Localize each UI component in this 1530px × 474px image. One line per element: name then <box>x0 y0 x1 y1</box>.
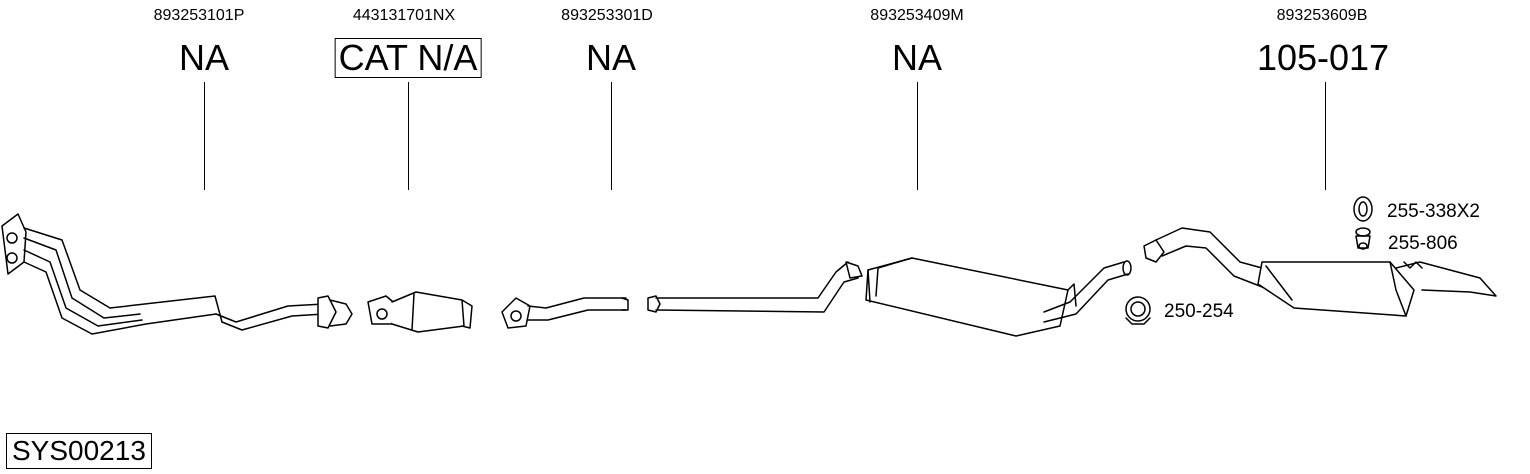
part-5-ref[interactable]: 105-017 <box>1256 37 1390 78</box>
front-pipe-tube <box>216 304 324 322</box>
centre-silencer-part[interactable] <box>648 258 1131 336</box>
intermediate-pipe-flange <box>502 298 530 328</box>
front-pipe-flange-hole <box>7 253 17 263</box>
front-pipe-tube <box>222 314 324 330</box>
part-3-leader-line <box>611 82 612 190</box>
rear-silencer-body <box>1258 262 1414 316</box>
front-pipe-tube <box>24 238 140 318</box>
centre-silencer-body-edge <box>868 270 870 302</box>
catalyst-body-seam <box>412 294 414 330</box>
front-pipe-tube <box>24 262 216 334</box>
part-1-ref[interactable]: NA <box>178 37 230 78</box>
catalyst-outlet-flange <box>462 300 472 328</box>
intermediate-pipe-tube <box>528 298 626 308</box>
intermediate-pipe-flange-hole <box>511 311 521 321</box>
rear-silencer-inlet-pipe <box>1156 228 1262 268</box>
rubber-ring-icon[interactable] <box>1354 197 1372 221</box>
clamp-icon[interactable] <box>1126 297 1150 324</box>
centre-silencer-body-edge <box>876 258 912 296</box>
intermediate-pipe-end <box>622 298 628 310</box>
part-2-oem-number: 443131701NX <box>352 7 456 24</box>
part-2-ref[interactable]: CAT N/A <box>334 38 482 78</box>
front-pipe-flange-hole <box>7 233 17 243</box>
rear-silencer-inlet <box>1144 240 1164 262</box>
rear-silencer-body-edge <box>1390 262 1406 316</box>
accessory-ring-ref[interactable]: 255-338X2 <box>1387 201 1480 222</box>
part-5-leader-line <box>1325 82 1326 190</box>
rear-silencer-part[interactable] <box>1144 228 1496 316</box>
part-3-oem-number: 893253301D <box>561 7 653 24</box>
part-4-ref[interactable]: NA <box>891 37 943 78</box>
part-5-oem-number: 893253609B <box>1276 7 1368 24</box>
front-pipe-rear-flange <box>318 296 336 328</box>
part-4-leader-line <box>917 82 918 190</box>
centre-silencer-outlet-pipe <box>1044 274 1128 322</box>
part-3-ref[interactable]: NA <box>585 37 637 78</box>
centre-silencer-inlet-pipe <box>656 278 858 312</box>
centre-silencer-outlet <box>1068 284 1076 306</box>
part-2-leader-line <box>408 82 409 190</box>
front-pipe-part[interactable] <box>2 214 352 334</box>
intermediate-pipe-tube <box>528 310 626 320</box>
part-1-oem-number: 893253101P <box>153 7 245 24</box>
catalyst-body <box>392 292 464 332</box>
front-pipe-rear-flange <box>330 300 352 326</box>
intermediate-pipe-part[interactable] <box>502 298 628 328</box>
centre-silencer-outlet-pipe <box>1044 262 1124 312</box>
centre-silencer-inlet <box>648 296 660 312</box>
system-code-label: SYS00213 <box>6 433 152 469</box>
rubber-hanger-icon[interactable] <box>1356 228 1370 249</box>
front-pipe-flange <box>2 214 26 274</box>
accessory-clamp-ref[interactable]: 250-254 <box>1164 301 1234 322</box>
catalyst-flange-hole <box>377 309 387 319</box>
catalytic-converter-part[interactable] <box>368 292 472 332</box>
front-pipe-tube <box>24 250 142 326</box>
part-4-oem-number: 893253409M <box>870 7 964 24</box>
centre-silencer-inlet-pipe <box>656 262 848 298</box>
front-pipe-tube <box>24 228 222 322</box>
rear-silencer-hanger <box>1404 262 1422 268</box>
centre-silencer-body <box>866 258 1068 336</box>
centre-silencer-hanger <box>846 262 862 278</box>
centre-silencer-outlet-end <box>1123 261 1131 275</box>
part-1-leader-line <box>204 82 205 190</box>
rear-silencer-inlet-pipe <box>1162 246 1270 290</box>
rear-silencer-body-edge <box>1266 266 1292 300</box>
accessory-hanger-ref[interactable]: 255-806 <box>1388 233 1458 254</box>
